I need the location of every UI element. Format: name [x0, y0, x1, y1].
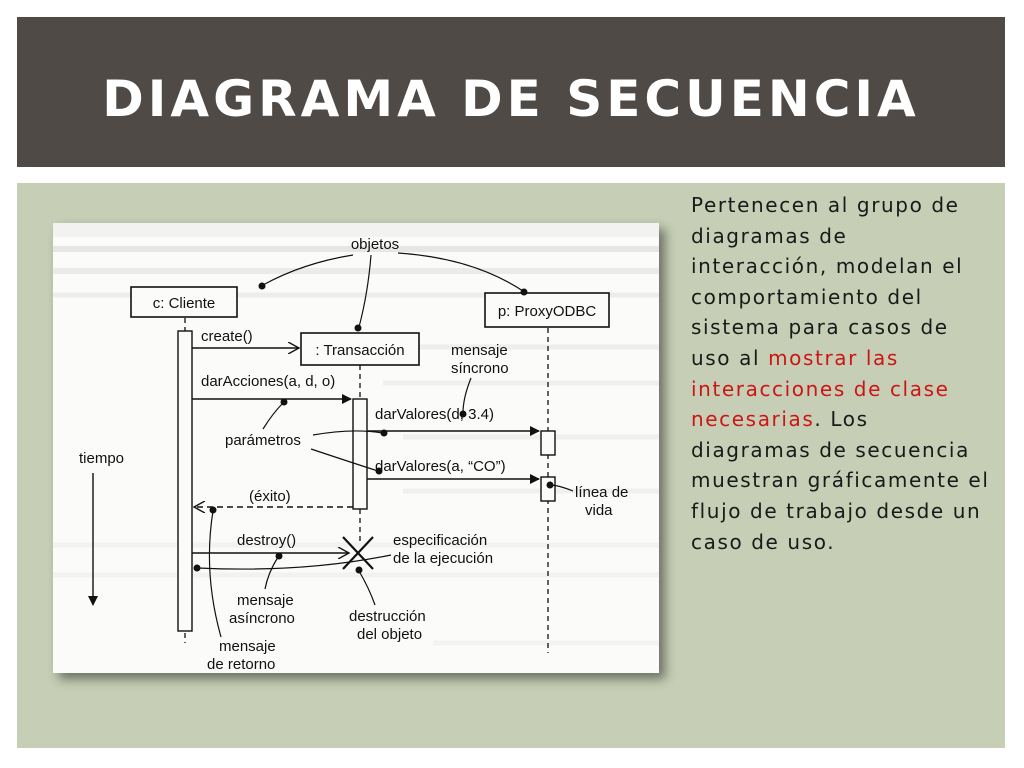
- label-tiempo: tiempo: [79, 450, 124, 467]
- label-retorno-1: mensaje: [219, 638, 276, 655]
- label-asincrono-2: asíncrono: [229, 610, 295, 627]
- label-linea-vida-2: vida: [585, 502, 613, 519]
- ghost-text-lines: [53, 223, 659, 646]
- pointer-parametros-3: [310, 448, 379, 472]
- label-objetos: objetos: [351, 236, 399, 253]
- activation-transaccion: [352, 398, 368, 510]
- sequence-diagram-image: c: Cliente p: ProxyODBC : Transacción ob…: [53, 223, 659, 673]
- object-box-cliente: [130, 286, 238, 318]
- object-box-proxy: [484, 292, 610, 328]
- activation-cliente: [177, 330, 193, 632]
- pointer-retorno: [208, 510, 222, 638]
- pointer-objetos-proxy: [397, 252, 524, 292]
- activation-proxy-1: [540, 430, 556, 456]
- label-parametros: parámetros: [225, 432, 301, 449]
- label-destruccion-2: del objeto: [357, 626, 422, 643]
- label-especificacion-1: especificación: [393, 532, 487, 549]
- destruction-x: [342, 536, 374, 570]
- label-linea-vida-1: línea de: [575, 484, 628, 501]
- label-mensaje-sincrono-1: mensaje: [451, 342, 508, 359]
- label-dar-valores-2: darValores(a, “CO”): [375, 458, 506, 475]
- label-create: create(): [201, 328, 253, 345]
- pointer-parametros-1: [262, 402, 284, 430]
- label-destruccion-1: destrucción: [349, 608, 426, 625]
- object-label-cliente: c: Cliente: [153, 295, 216, 312]
- pointer-parametros-2: [312, 430, 384, 436]
- pointer-especificacion: [197, 554, 392, 570]
- slide-title: DIAGRAMA DE SECUENCIA: [102, 70, 920, 128]
- pointer-mensaje-sincrono: [462, 377, 472, 414]
- label-destroy: destroy(): [237, 532, 296, 549]
- activation-proxy-2: [540, 476, 556, 502]
- title-band: DIAGRAMA DE SECUENCIA: [17, 17, 1005, 167]
- pointer-asincrono: [264, 556, 279, 590]
- label-especificacion-2: de la ejecución: [393, 550, 493, 567]
- object-label-transaccion: : Transacción: [315, 342, 404, 359]
- pointer-objetos-transaccion: [358, 254, 372, 328]
- slide-body-text: Pertenecen al grupo de diagramas de inte…: [691, 190, 991, 557]
- label-exito: (éxito): [249, 488, 291, 505]
- body-text-highlight: mostrar las interacciones de clase neces…: [691, 345, 950, 432]
- label-dar-acciones: darAcciones(a, d, o): [201, 373, 335, 390]
- sequence-diagram-svg: c: Cliente p: ProxyODBC : Transacción ob…: [53, 223, 659, 673]
- label-asincrono-1: mensaje: [237, 592, 294, 609]
- label-retorno-2: de retorno: [207, 656, 275, 673]
- pointer-objetos-cliente: [262, 254, 354, 286]
- object-label-proxy: p: ProxyODBC: [498, 303, 597, 320]
- body-text-part2: . Los diagramas de secuencia muestran gr…: [691, 407, 990, 554]
- body-text-part1: Pertenecen al grupo de diagramas de inte…: [691, 193, 964, 370]
- pointer-destruccion: [358, 570, 376, 606]
- object-box-transaccion: [300, 332, 420, 366]
- label-mensaje-sincrono-2: síncrono: [451, 360, 509, 377]
- label-dar-valores-1: darValores(d, 3.4): [375, 406, 494, 423]
